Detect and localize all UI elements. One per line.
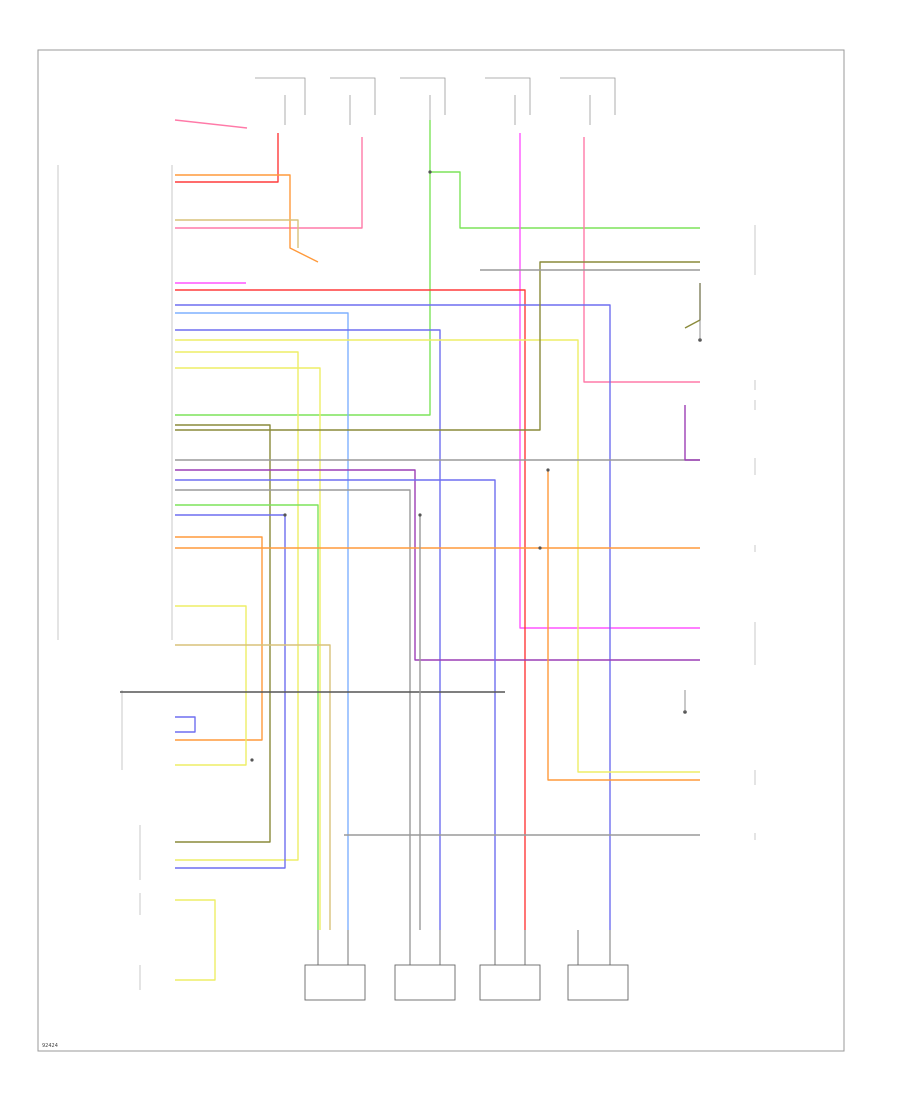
wire-red-8 — [175, 289, 526, 930]
fuse-row — [255, 77, 616, 125]
wire-olive-16 — [175, 424, 271, 843]
wire-violet-31 — [684, 405, 700, 461]
wire-orange-2 — [175, 174, 319, 263]
wire-yellow-26 — [175, 605, 247, 766]
wire-blue-12 — [175, 329, 441, 930]
wire-violet-19 — [175, 469, 700, 661]
wire-pink-1 — [175, 137, 363, 229]
wire-blue-30 — [175, 716, 196, 733]
wire-pink-7 — [583, 137, 700, 383]
sensor-left-rear — [394, 964, 456, 1001]
wire-light_blue-11 — [175, 312, 349, 930]
wire-green-22 — [175, 504, 319, 930]
lower-left-connectors — [121, 690, 141, 990]
wire-tan-27 — [175, 644, 331, 930]
wire-yellow-13 — [175, 339, 700, 773]
wire-green-5 — [430, 171, 700, 229]
sensor-right-rear — [567, 964, 629, 1001]
splice-dot — [546, 468, 550, 472]
wire-red-0 — [175, 133, 279, 183]
splice-dot — [538, 546, 542, 550]
wire-olive-17 — [175, 261, 700, 431]
wire-pink-35 — [174, 119, 248, 129]
wire-orange-32 — [547, 470, 700, 781]
wire-magenta-6 — [519, 133, 700, 629]
wheel-speed-sensors — [304, 930, 629, 1001]
wire-olive-37 — [684, 283, 701, 329]
wire-gray-21 — [175, 489, 411, 930]
splice-dot — [250, 758, 254, 762]
splice-dot — [283, 513, 287, 517]
wire-yellow-14 — [175, 351, 299, 861]
wire-green-4 — [175, 120, 431, 416]
diagram-frame — [37, 49, 845, 1052]
splice-dot — [418, 513, 422, 517]
wire-blue-20 — [175, 479, 496, 930]
wire-orange-24 — [175, 536, 263, 741]
wire-yellow-15 — [175, 367, 321, 930]
splice-dot — [428, 170, 432, 174]
control-module-connector — [57, 165, 173, 640]
page-code: 92424 — [42, 1043, 58, 1049]
sensor-left-front — [304, 964, 366, 1001]
sensor-right-front — [479, 964, 541, 1001]
wire-yellow-34 — [175, 899, 216, 981]
wire-tan-3 — [175, 219, 299, 248]
ground-symbol — [684, 283, 701, 712]
wire-group — [120, 119, 701, 981]
wire-blue-10 — [175, 304, 611, 930]
